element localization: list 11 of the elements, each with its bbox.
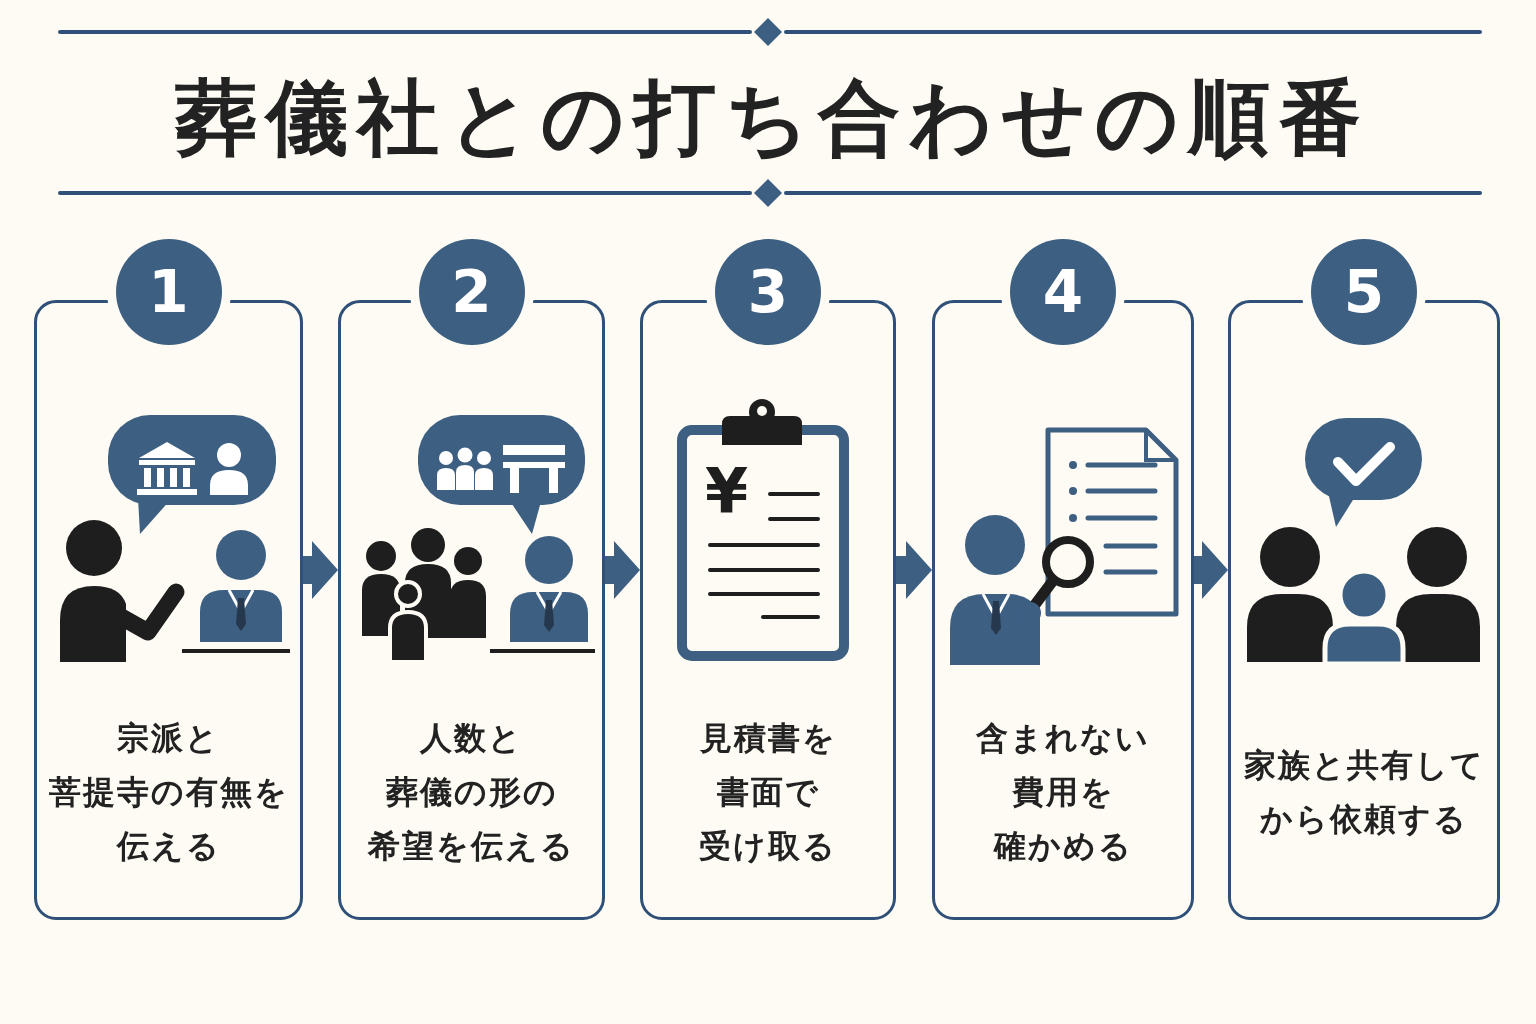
step-text: 宗派と菩提寺の有無を伝える	[48, 718, 289, 867]
yen-sign: ¥	[705, 461, 749, 523]
arrow	[605, 541, 640, 599]
step-text: 家族と共有してから依頼する	[1243, 745, 1485, 840]
step-text: 含まれない費用を確かめる	[976, 718, 1150, 867]
title: 葬儀社との打ち合わせの順番	[174, 70, 1370, 166]
step-text: 見積書を書面で受け取る	[699, 718, 837, 867]
arrow	[896, 541, 932, 599]
step-text: 人数と葬儀の形の希望を伝える	[368, 718, 575, 867]
arrow	[303, 541, 338, 599]
arrow	[1194, 541, 1228, 599]
